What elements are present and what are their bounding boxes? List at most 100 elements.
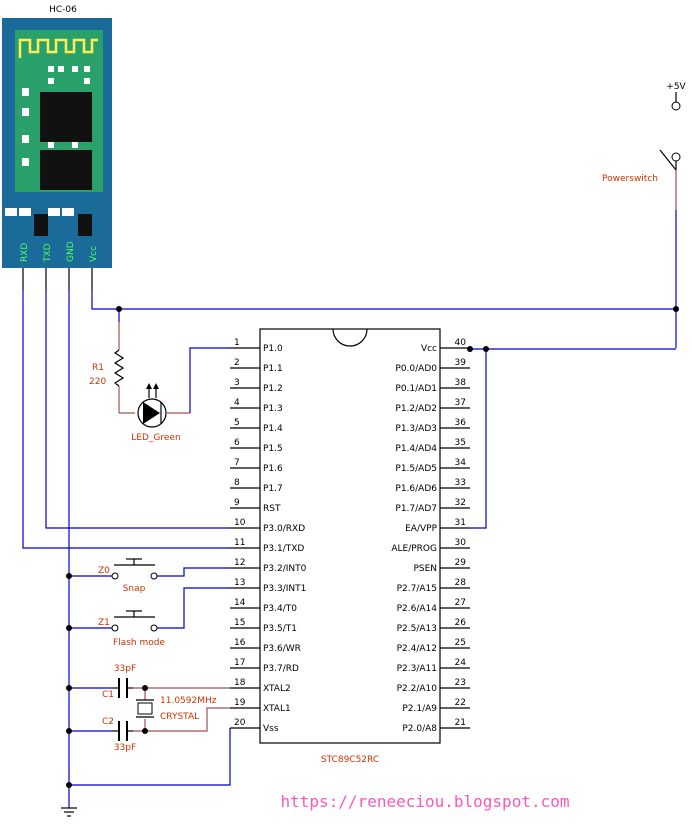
- power-switch: +5V Powerswitch: [602, 82, 687, 210]
- pin-name: P3.6/WR: [263, 644, 301, 654]
- pin-number: 16: [234, 638, 246, 648]
- flash-ref: Z1: [98, 618, 110, 628]
- pin-number: 30: [455, 538, 467, 548]
- pin-name: P1.2/AD2: [395, 404, 437, 414]
- pin-number: 34: [455, 458, 467, 468]
- pin-number: 33: [455, 478, 466, 488]
- pin-number: 3: [234, 378, 240, 388]
- chip-large: [40, 92, 92, 142]
- pin-name: P2.6/A14: [397, 604, 438, 614]
- mcu-pin-5: 5P1.4: [230, 418, 283, 434]
- pin-name: ALE/PROG: [391, 544, 437, 554]
- pin-name: P2.5/A13: [397, 624, 437, 634]
- pin-number: 36: [455, 418, 467, 428]
- mcu-pin-6: 6P1.5: [230, 438, 283, 454]
- pin-number: 1: [234, 338, 240, 348]
- pin-name: P1.7/AD7: [395, 504, 437, 514]
- c1-ref: C1: [102, 690, 114, 700]
- pin-label-vcc: Vcc: [89, 246, 99, 262]
- pin-name: P1.1: [263, 364, 283, 374]
- led-green: LED_Green: [131, 383, 181, 443]
- pin-number: 11: [234, 538, 245, 548]
- pin-name: P2.2/A10: [397, 684, 438, 694]
- pin-name: P2.7/A15: [397, 584, 437, 594]
- pin-name: P1.6: [263, 464, 283, 474]
- blog-url: https://reneeciou.blogspot.com: [281, 792, 570, 811]
- mcu-pin-8: 8P1.7: [230, 478, 283, 494]
- mcu-pin-7: 7P1.6: [230, 458, 283, 474]
- pin-name: RST: [263, 504, 281, 514]
- supply-label: +5V: [666, 82, 686, 92]
- mcu-pin-2: 2P1.1: [230, 358, 283, 374]
- pin-name: P2.1/A9: [402, 704, 437, 714]
- pin-name: P1.0: [263, 344, 283, 354]
- pin-name: P3.4/T0: [263, 604, 297, 614]
- snap-button: Z0 Snap: [98, 558, 158, 594]
- pin-name: P0.1/AD1: [395, 384, 437, 394]
- pin-name: PSEN: [413, 564, 437, 574]
- mcu-body: [259, 328, 441, 744]
- hc06-title: HC-06: [49, 5, 77, 15]
- pin-name: P0.0/AD0: [395, 364, 437, 374]
- pin-name: P3.5/T1: [263, 624, 297, 634]
- hc06-module: HC-06 RXD TXD GND Vcc: [2, 5, 112, 268]
- c2-ref: C2: [102, 717, 114, 727]
- c2-value: 33pF: [114, 743, 136, 753]
- pin-number: 4: [234, 398, 240, 408]
- pin-number: 2: [234, 358, 240, 368]
- wires: [22, 210, 679, 817]
- pin-name: P2.3/A11: [397, 664, 437, 674]
- pin-name: P2.4/A12: [397, 644, 437, 654]
- pin-number: 26: [455, 618, 467, 628]
- pin-number: 38: [455, 378, 467, 388]
- pin-name: P3.7/RD: [263, 664, 299, 674]
- c1-value: 33pF: [114, 664, 136, 674]
- pin-number: 24: [455, 658, 467, 668]
- flash-label: Flash mode: [113, 638, 165, 648]
- r1-ref: R1: [92, 363, 104, 373]
- pin-number: 13: [234, 578, 245, 588]
- pin-name: P1.6/AD6: [395, 484, 437, 494]
- pin-number: 22: [455, 698, 466, 708]
- pin-name: P3.0/RXD: [263, 524, 305, 534]
- pin-number: 14: [234, 598, 246, 608]
- pin-number: 39: [455, 358, 467, 368]
- pin-name: P2.0/A8: [402, 724, 437, 734]
- pin-name: EA/VPP: [405, 524, 437, 534]
- pin-number: 40: [455, 338, 467, 348]
- crystal-name: CRYSTAL: [160, 712, 199, 722]
- crystal-freq: 11.0592MHz: [160, 696, 217, 706]
- pin-name: P1.3: [263, 404, 283, 414]
- pin-number: 8: [234, 478, 240, 488]
- pin-name: P1.3/AD3: [395, 424, 437, 434]
- resistor-r1: R1 220: [89, 349, 125, 387]
- snap-label: Snap: [123, 584, 146, 594]
